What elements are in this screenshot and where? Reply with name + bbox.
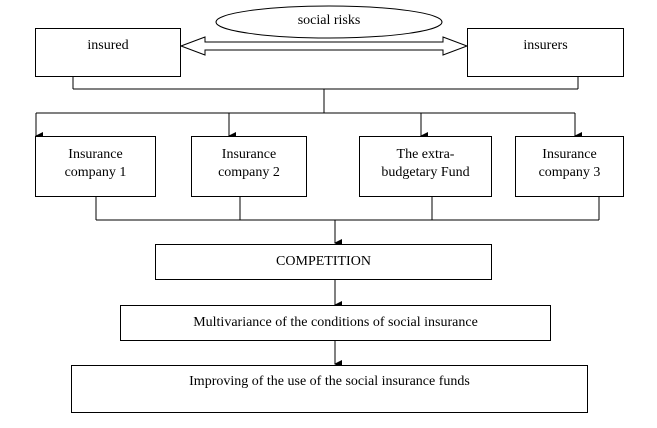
improving-box: Improving of the use of the social insur…	[71, 365, 588, 413]
insured-label: insured	[87, 38, 129, 53]
company-1-box: Insurance company 1	[35, 136, 156, 197]
company-3-label: Insurance company 3	[538, 147, 601, 180]
social-risks-ellipse	[215, 5, 443, 39]
social-risks-label: social risks	[297, 13, 361, 28]
improving-label: Improving of the use of the social insur…	[189, 374, 470, 389]
double-arrow	[179, 36, 469, 56]
insurers-label: insurers	[523, 38, 568, 53]
competition-label: COMPETITION	[276, 254, 371, 269]
extra-budgetary-fund-box: The extra- budgetary Fund	[359, 136, 492, 197]
company-2-box: Insurance company 2	[191, 136, 307, 197]
top-connector	[36, 77, 579, 114]
multivariance-label: Multivariance of the conditions of socia…	[193, 315, 478, 330]
company-3-box: Insurance company 3	[515, 136, 624, 197]
extra-budgetary-fund-label: The extra- budgetary Fund	[381, 147, 470, 180]
multivariance-box: Multivariance of the conditions of socia…	[120, 305, 551, 341]
competition-box: COMPETITION	[155, 244, 492, 280]
company-2-label: Insurance company 2	[218, 147, 280, 180]
company-arrows	[35, 113, 582, 140]
company-1-label: Insurance company 1	[64, 147, 127, 180]
insured-box: insured	[35, 28, 181, 77]
bottom-connector	[95, 197, 600, 247]
insurers-box: insurers	[467, 28, 624, 77]
